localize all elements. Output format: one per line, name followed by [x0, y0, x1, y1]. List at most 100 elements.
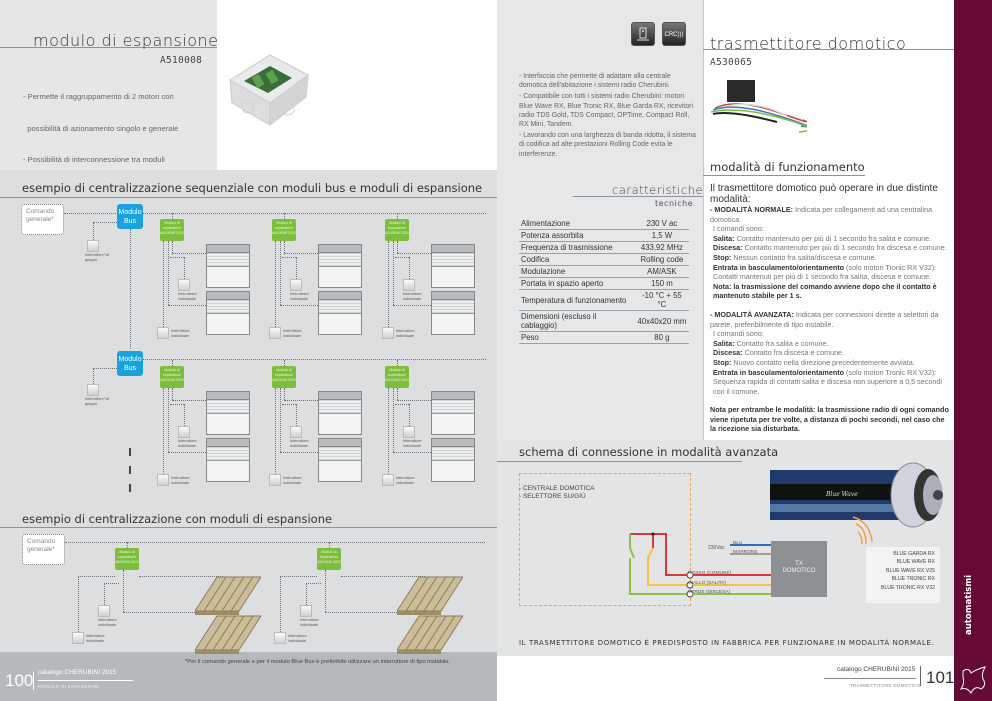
wire [280, 452, 318, 453]
wire [104, 583, 105, 607]
wire [172, 388, 173, 400]
wire [395, 257, 409, 258]
divider [33, 672, 34, 690]
wire [282, 257, 296, 258]
wire [393, 241, 394, 305]
wire [93, 368, 94, 386]
control-box-labels: - CENTRALE DOMOTICA- SELETTORE SU/GIÙ [519, 485, 595, 500]
spec-value: Rolling code [634, 253, 689, 266]
section-side-tab[interactable] [954, 0, 992, 701]
specs-subtitle: tecniche [655, 199, 694, 208]
individual-switch-label: Interruttore individuale [283, 329, 302, 338]
individual-switch-label: Interruttore individuale [283, 476, 302, 485]
wire-label: ROSSO (COMUNE) [688, 571, 732, 576]
wire [130, 229, 131, 349]
individual-switch-icon [157, 327, 169, 339]
expansion-module: Modulo di espansione A510008 230V [160, 219, 184, 241]
wire [329, 542, 330, 548]
wire [123, 570, 124, 612]
diagram2-title: esempio di centralizzazione con moduli d… [22, 512, 333, 526]
remote-control-icon [631, 22, 655, 46]
footnote: *Per il comando generale e per il modulo… [185, 659, 451, 665]
wire [172, 360, 173, 366]
individual-switch-label: Interruttore individuale [396, 476, 415, 485]
wire [284, 213, 285, 219]
section-label: MODULO DI ESPANSIONE [38, 684, 100, 689]
wood-decking-image [195, 615, 261, 654]
wire [275, 388, 276, 476]
individual-switch-label: Interruttore individuale [290, 292, 309, 301]
roller-shutter-image [206, 438, 250, 482]
group-switch-label: Interruttore* di gruppo [85, 397, 110, 406]
roller-shutter-image [431, 244, 475, 288]
feature-item: - Permette il raggruppamento di 2 motori… [23, 92, 174, 101]
page-number: 100 [5, 671, 34, 690]
wire [409, 404, 410, 426]
roller-shutter-image [318, 291, 362, 335]
continuation-dash [129, 466, 131, 474]
wire [284, 388, 285, 400]
expansion-module: Modulo di espansione A510008 230V [317, 548, 341, 570]
wood-decking-image [397, 576, 463, 615]
individual-switch-label: Interruttore individuale [396, 329, 415, 338]
wire [280, 305, 318, 306]
individual-switch-label: Interruttore individuale [171, 476, 190, 485]
individual-switch-icon [382, 474, 394, 486]
tubular-motor-image: Blue Wave [770, 462, 943, 545]
feature-item: possibilità di azionamento singolo e gen… [23, 123, 179, 133]
wire [325, 612, 425, 613]
individual-switch-icon [269, 474, 281, 486]
spec-value: 150 m [634, 277, 689, 290]
spec-label: Alimentazione [519, 218, 635, 230]
individual-switch-icon [72, 632, 84, 644]
wire [395, 404, 409, 405]
wire [282, 404, 296, 405]
divider [824, 678, 916, 679]
modes-lead: Il trasmettitore domotico può operare in… [710, 183, 938, 205]
spec-row: Dimensioni (escluso il cablaggio)40x40x2… [519, 310, 689, 332]
wire [325, 570, 326, 612]
diagram2-rule [0, 527, 497, 528]
wire [397, 253, 431, 254]
wire [168, 305, 206, 306]
feature-item: - Possibilità di interconnessione tra mo… [23, 155, 165, 164]
roller-shutter-image [431, 438, 475, 482]
roller-shutter-image [206, 291, 250, 335]
individual-switch-icon [157, 474, 169, 486]
bus-line [143, 359, 486, 360]
individual-switch-icon [178, 279, 190, 291]
modes-title: modalità di funzionamento [710, 160, 865, 174]
roller-shutter-image [431, 391, 475, 435]
modes-rule [703, 175, 865, 176]
receiver-item: BLUE GARDA RX [893, 551, 935, 557]
spec-label: Codifica [519, 253, 635, 266]
wiring-diagram [629, 532, 780, 598]
roller-shutter-image [431, 291, 475, 335]
individual-switch-label: Interruttore individuale [178, 439, 197, 448]
wire [163, 241, 164, 329]
roller-shutter-image [206, 244, 250, 288]
wire [170, 404, 184, 405]
column-divider [703, 0, 704, 440]
side-tab-label: automatismi [964, 574, 974, 635]
wire [341, 576, 425, 577]
feature-item: - Lavorando con una larghezza di banda r… [519, 132, 696, 158]
wire [409, 257, 410, 279]
individual-switch-label: Interruttore individuale [300, 618, 319, 627]
roller-shutter-image [318, 391, 362, 435]
wire [397, 241, 398, 253]
wire [78, 576, 79, 632]
wire [93, 222, 94, 240]
wire [280, 576, 281, 632]
wire [139, 576, 223, 577]
individual-switch-icon [300, 605, 312, 617]
wire-label: VERDE (DISCESA) [688, 590, 731, 595]
product-code: A510008 [160, 55, 203, 66]
spec-value: 230 V ac [634, 218, 689, 230]
left-page-footer-bg [0, 652, 497, 701]
wire [93, 368, 117, 369]
wood-decking-image [397, 615, 463, 654]
mode-normal: - MODALITÀ NORMALE: Indicata per collega… [710, 205, 947, 301]
note-both-modes: Nota per entrambe le modalità: la trasmi… [710, 405, 949, 434]
